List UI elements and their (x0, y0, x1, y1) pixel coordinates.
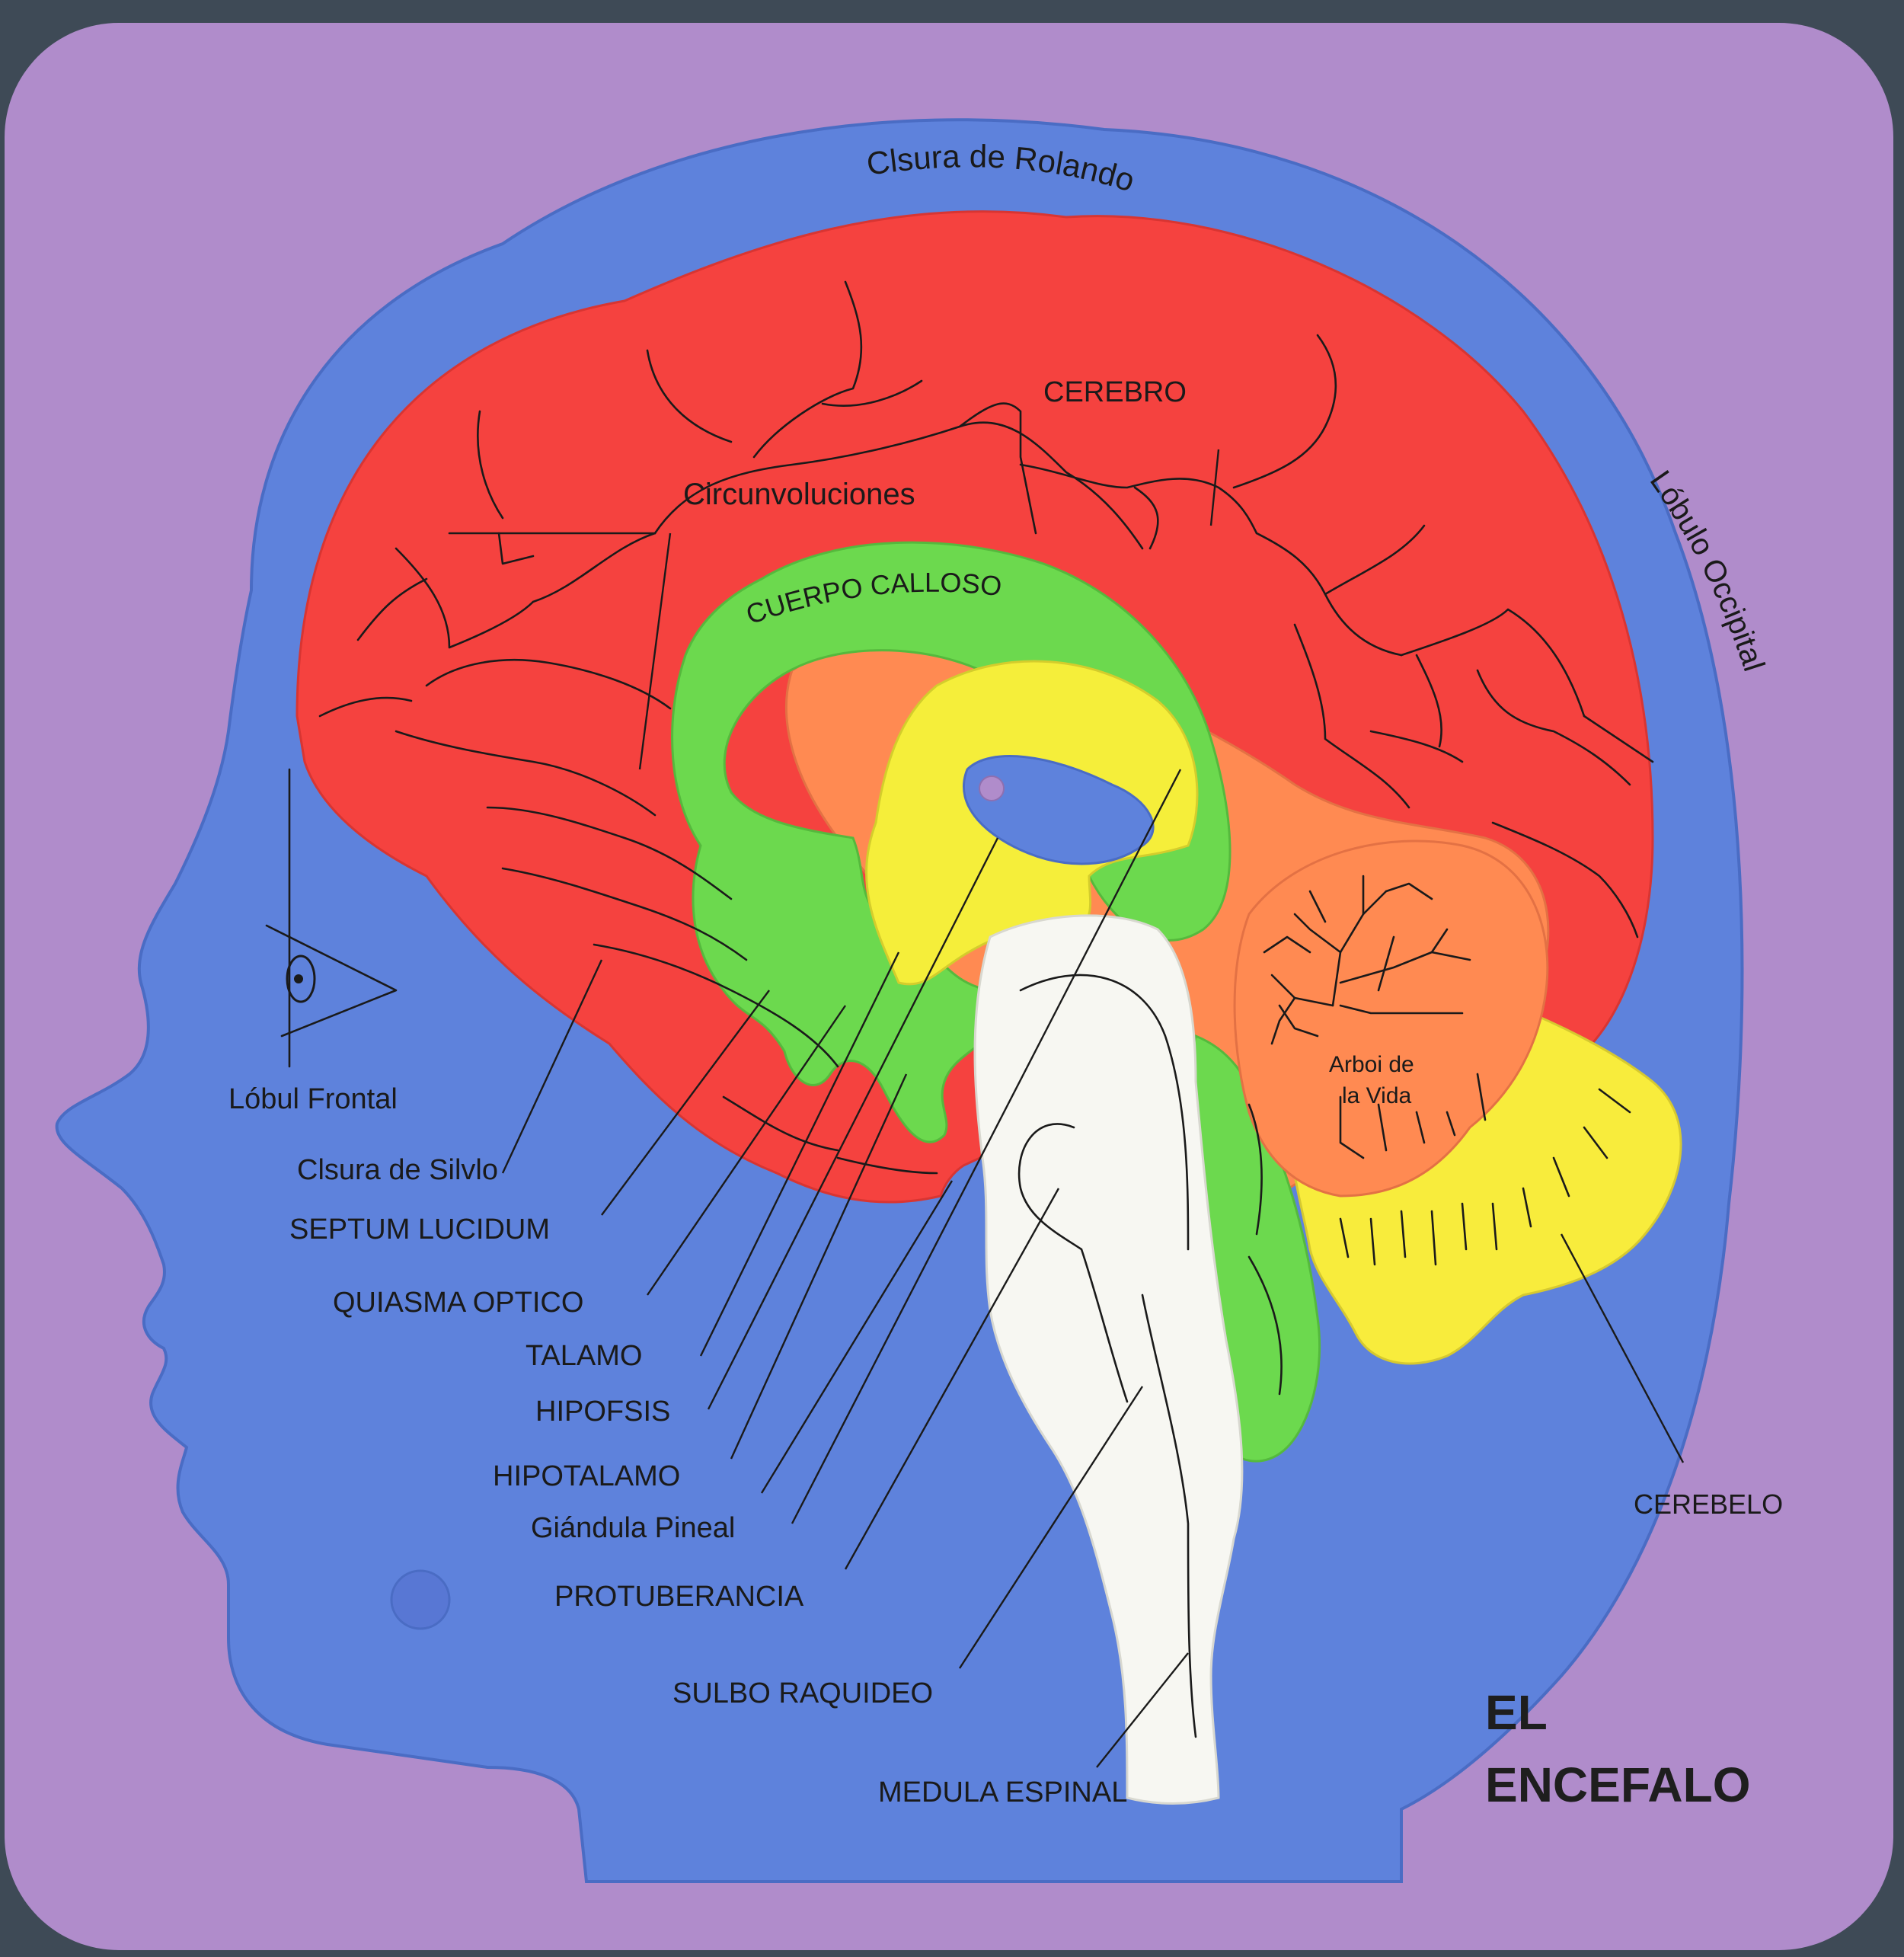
label-hipotalamo: HIPOTALAMO (493, 1460, 680, 1492)
leader-lines (501, 449, 1685, 1768)
pineal-dot (979, 775, 1005, 801)
label-septum-lucidum: SEPTUM LUCIDUM (289, 1214, 550, 1246)
brainstem-white (973, 914, 1244, 1805)
label-protuberancia: PROTUBERANCIA (554, 1581, 804, 1613)
arbor-vitae-lines (1263, 875, 1487, 1159)
arbor-vitae-region (1233, 839, 1549, 1198)
label-medula-espinal: MEDULA ESPINAL (878, 1776, 1127, 1808)
label-cerebelo: CEREBELO (1634, 1489, 1783, 1520)
label-circunvoluciones: Circunvoluciones (683, 478, 915, 511)
foam-peg (390, 1569, 451, 1630)
label-talamo: TALAMO (526, 1340, 642, 1372)
label-quiasma-optico: QUIASMA OPTICO (333, 1287, 583, 1319)
label-sulbo-raquideo: SULBO RAQUIDEO (672, 1677, 933, 1709)
label-cerebro: CEREBRO (1043, 376, 1187, 408)
lateral-ventricle (963, 755, 1155, 865)
cerebellum-folia (1339, 1088, 1631, 1266)
title-line1: EL (1485, 1685, 1548, 1740)
label-lobul-frontal: Lóbul Frontal (228, 1083, 398, 1115)
label-glandula-pineal: Giándula Pineal (531, 1512, 735, 1544)
title-line2: ENCEFALO (1485, 1757, 1750, 1812)
label-arbol-line2: la Vida (1342, 1083, 1412, 1108)
eye-icon (265, 768, 398, 1068)
brainstem-lines (1017, 974, 1283, 1738)
label-hipofsis: HIPOFSIS (535, 1396, 670, 1428)
label-arbol-line1: Arboi de (1329, 1052, 1414, 1077)
label-clsura-silvio: Clsura de Silvlo (297, 1154, 498, 1186)
cerebrum-sulci (318, 280, 1654, 1175)
